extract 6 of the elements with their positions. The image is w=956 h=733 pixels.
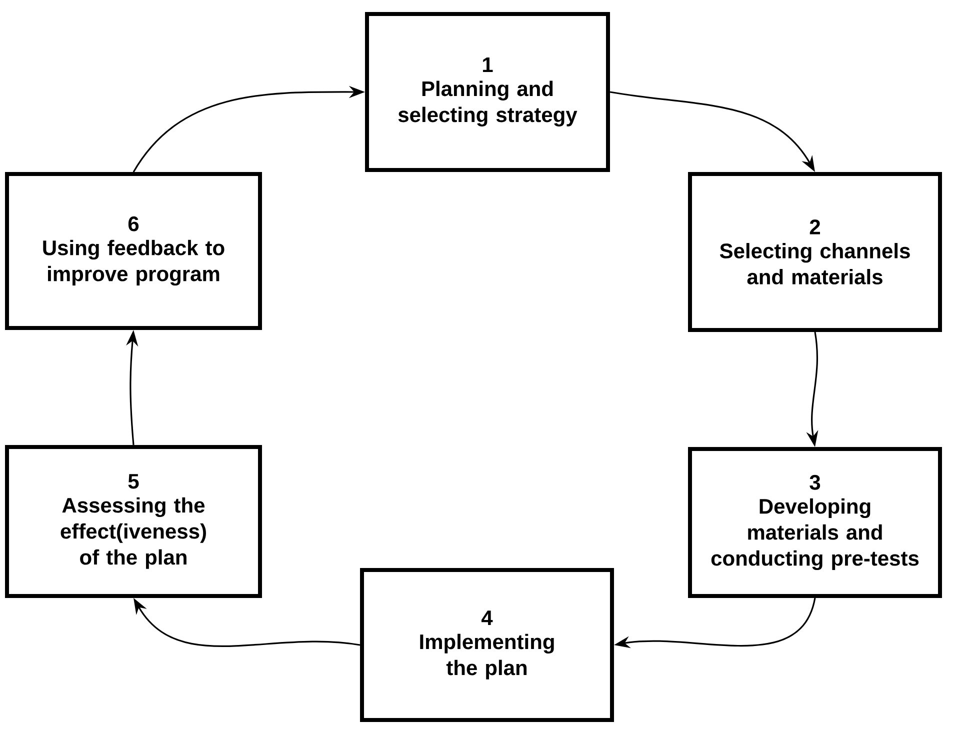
- process-box: 2 Selecting channels and materials: [688, 172, 942, 332]
- process-box: 1 Planning and selecting strategy: [365, 12, 610, 172]
- process-box: 6 Using feedback to improve program: [5, 172, 262, 330]
- process-box: 5 Assessing the effect(iveness) of the plan: [5, 444, 262, 598]
- process-box: 4 Implementing the plan: [360, 568, 614, 722]
- process-box: 3 Developing materials and conducting pre-tests: [688, 446, 942, 598]
